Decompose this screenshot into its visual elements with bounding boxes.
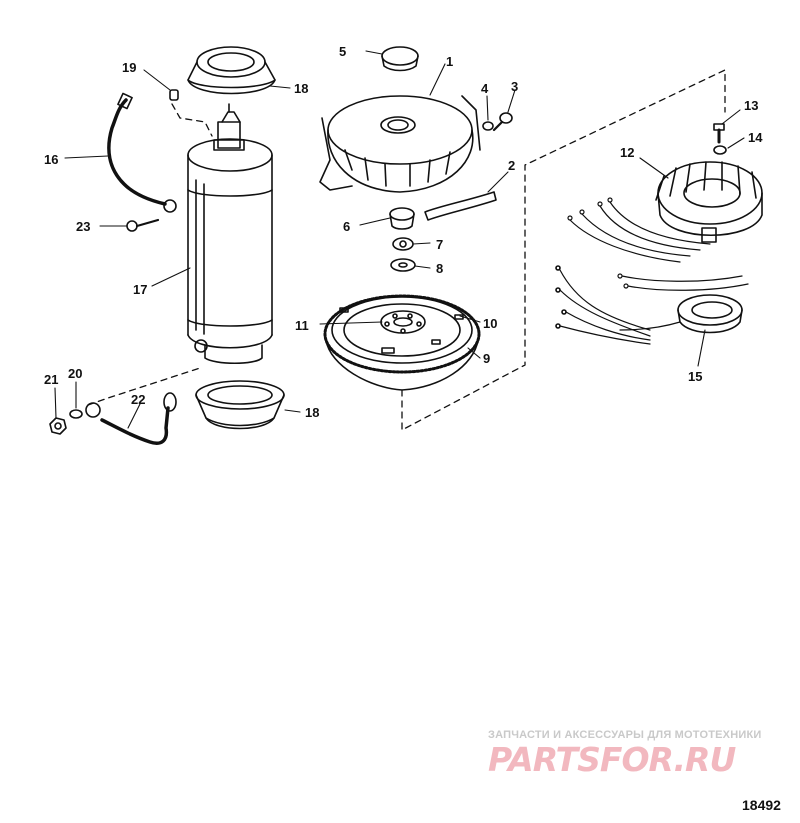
part-3-screw [492, 112, 513, 132]
callout-17: 17 [133, 282, 147, 297]
part-20-washer [69, 409, 83, 419]
part-18-top-ring [187, 46, 276, 95]
watermark-tagline: ЗАПЧАСТИ И АКСЕССУАРЫ ДЛЯ МОТОТЕХНИКИ [488, 729, 762, 741]
watermark-logo: PARTSFOR.RU [488, 740, 736, 779]
callout-22: 22 [131, 392, 145, 407]
part-8-washer [390, 258, 416, 272]
callout-5: 5 [339, 44, 346, 59]
callout-3: 3 [511, 79, 518, 94]
part-12-stator [655, 161, 763, 243]
part-16-cable [107, 92, 177, 213]
part-22-battery-cable [85, 392, 177, 445]
callout-16: 16 [44, 152, 58, 167]
callout-9: 9 [483, 351, 490, 366]
callout-7: 7 [436, 237, 443, 252]
stator-wire-harness [567, 197, 749, 291]
part-7-nut [392, 237, 414, 251]
part-15-trigger [555, 265, 743, 345]
callout-8: 8 [436, 261, 443, 276]
callout-10: 10 [483, 316, 497, 331]
callout-21: 21 [44, 372, 58, 387]
callout-12: 12 [620, 145, 634, 160]
part-13-screw [713, 123, 725, 144]
part-17-starter-motor [187, 103, 273, 365]
part-1-flywheel-cover [319, 95, 481, 193]
callout-20: 20 [68, 366, 82, 381]
callout-23: 23 [76, 219, 90, 234]
part-6-bushing [389, 207, 415, 230]
callout-6: 6 [343, 219, 350, 234]
callout-1: 1 [446, 54, 453, 69]
callout-2: 2 [508, 158, 515, 173]
callout-19: 19 [122, 60, 136, 75]
part-9-flywheel [323, 294, 481, 391]
part-4-washer [482, 121, 494, 131]
callout-14: 14 [748, 130, 763, 145]
part-18-bottom-ring [195, 380, 285, 430]
part-5-cap [381, 46, 419, 72]
callout-labels: 5 1 4 3 2 6 7 8 9 10 11 12 13 14 15 16 1… [44, 44, 763, 420]
callout-18-top: 18 [294, 81, 308, 96]
callout-13: 13 [744, 98, 758, 113]
figure-number: 18492 [742, 797, 781, 813]
callout-15: 15 [688, 369, 702, 384]
part-2-bracket [424, 191, 497, 221]
callout-18-bottom: 18 [305, 405, 319, 420]
callout-4: 4 [481, 81, 489, 96]
leader-lines [54, 50, 745, 429]
callout-11: 11 [295, 318, 309, 333]
part-23-screw [126, 218, 160, 232]
part-19-clip [169, 89, 179, 101]
part-14-washer [713, 145, 727, 155]
part-21-nut [49, 417, 67, 435]
assembly-dashed-lines [87, 69, 726, 431]
